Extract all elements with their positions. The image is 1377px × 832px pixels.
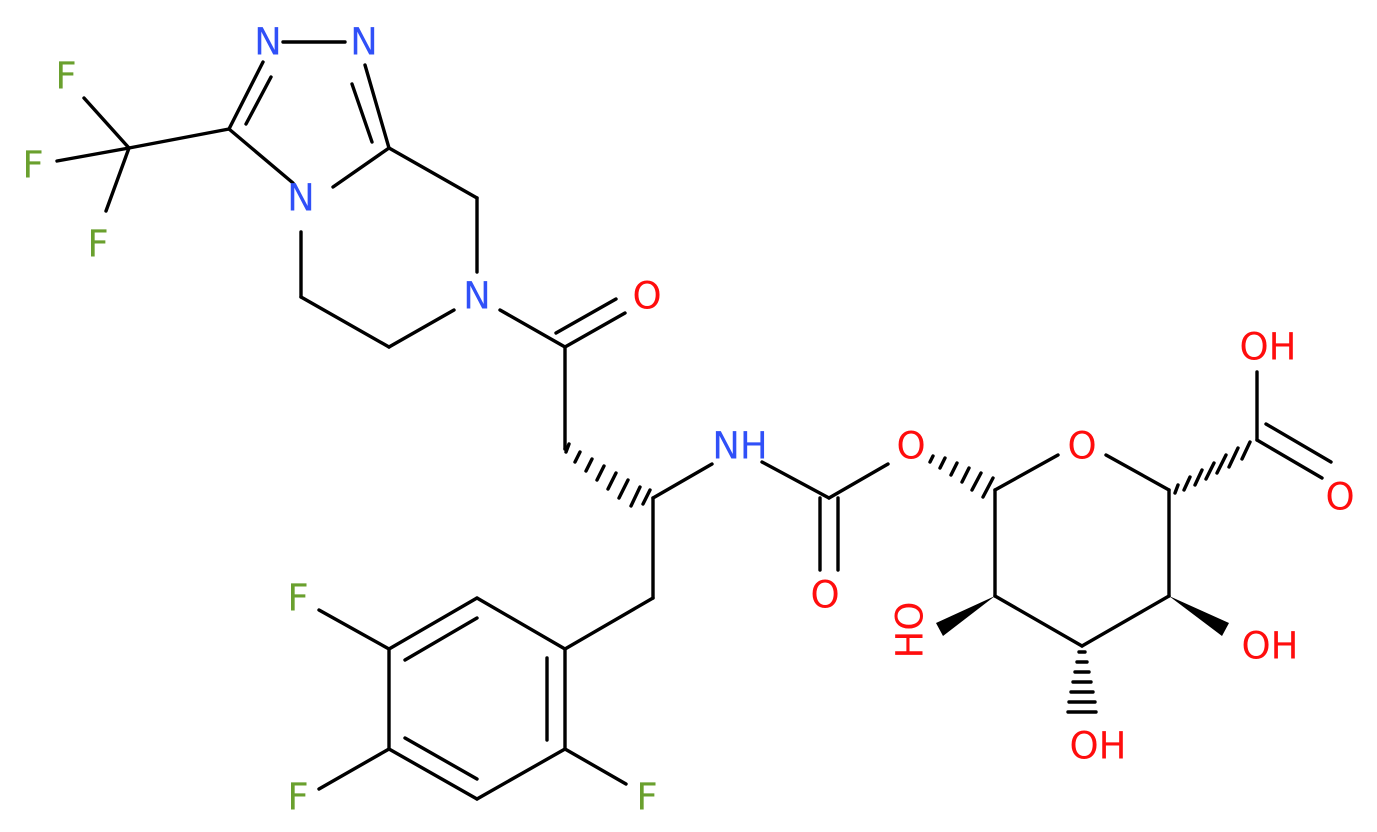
bond-ar-c5-c6-inner [403,616,479,662]
bond-ch2ar-c1ar [563,596,655,651]
atom-f-ar5: F [287,577,308,620]
bond-ar-c3-c4-inner [403,736,479,781]
bond-stereo-hash-c3 [1066,650,1098,714]
atom-oh-acid: OH [1240,326,1297,369]
bond-n7-ccarbonyl [498,308,567,349]
atom-oh-c4: OH [1242,625,1299,668]
atom-n1: N [254,21,282,64]
atom-f-ar2: F [636,776,657,819]
bond-cacid-o-a [1255,438,1324,480]
atom-o-glycosidic: O [896,425,925,468]
bond-c4-c3 [1080,594,1171,648]
bond-c1-oring [993,453,1060,492]
bond-n2-c8a [363,63,391,150]
bond-n2-c8a-inner [350,82,374,144]
bond-layer [55,40,1333,801]
bond-n4-c3 [227,127,295,185]
atom-label-layer: N N N N F F F O NH O O O OH O HO OH OH F… [22,21,1354,819]
bond-stereo-hash-anomeric [928,454,995,499]
atom-o-carbamate: O [810,574,839,617]
bond-c3-ccf3 [127,127,231,150]
atom-n4: N [287,177,315,220]
bond-c3-n1 [227,60,265,131]
atom-f-cf3-3: F [87,223,108,266]
atom-f-cf3-1: F [55,55,76,98]
atom-f-ar4: F [287,776,308,819]
bond-c8a-n4 [331,146,391,189]
atom-ho-c2: HO [889,602,932,659]
atom-n7: N [463,275,491,318]
bond-ccarbonyl-o-inner [554,297,618,335]
bond-ccarb-o [827,462,890,500]
bond-c3-n1-inner [244,75,273,126]
bond-c6-c5 [299,295,391,349]
bond-ar-c2-c3 [475,747,567,801]
bond-ccf3-f2 [55,146,131,163]
bond-stereo-wedge-c2-oh [936,596,995,636]
bond-ar-c3-c4 [387,747,479,801]
bond-ar-c6-c1 [475,596,567,651]
atom-oh-c3: OH [1070,725,1127,768]
atom-o-ring: O [1067,425,1096,468]
bond-c3-c2 [993,594,1084,648]
bond-ccf3-f3 [104,146,131,213]
bond-ar-c5-c6 [387,596,479,651]
bond-ccarbonyl-o [563,311,627,349]
bond-stereo-hash-c5 [1173,440,1252,495]
bond-nh-ccarb [760,460,831,500]
bond-c8a-c8 [387,146,479,200]
bond-stereo-wedge-c4-oh [1169,596,1229,636]
atom-nh: NH [712,425,768,468]
bond-ar-c4-f [317,747,391,791]
bond-stereo-hash-ch2 [563,442,652,508]
atom-o-acid-carbonyl: O [1325,476,1354,519]
bond-ar-c2-f [563,747,628,786]
bond-cacid-o-b [1264,422,1333,464]
atom-n2: N [350,21,378,64]
bond-ccf3-f1 [82,96,131,150]
atom-f-cf3-2: F [22,144,43,187]
atom-o-amide: O [632,275,661,318]
bond-ar-c5-f [317,608,391,651]
bond-oring-c5 [1104,453,1171,492]
bond-n7-c6 [387,308,456,349]
bond-cstar-nh [651,462,714,500]
